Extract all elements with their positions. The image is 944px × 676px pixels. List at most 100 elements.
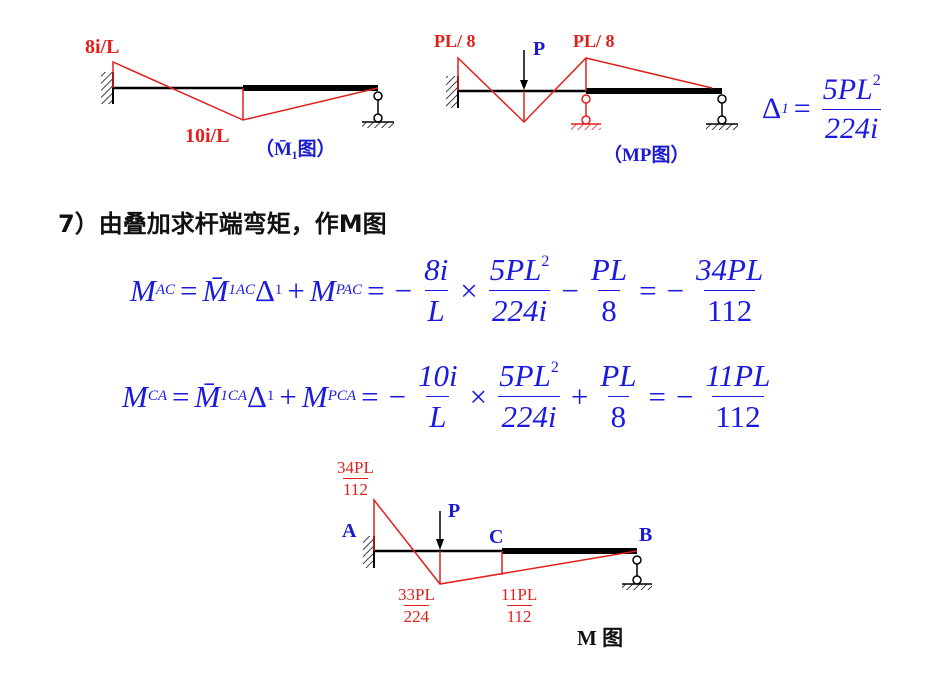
m: M <box>309 272 336 308</box>
pin-bottom <box>632 575 642 585</box>
arrow-head <box>520 80 528 90</box>
fixed-support-hatch <box>446 76 457 108</box>
moment-label-c: 10i/L <box>185 125 230 147</box>
sup: 2 <box>550 359 559 376</box>
diagram-caption: （M̄₁图） <box>255 139 336 160</box>
sub: 1 <box>274 282 283 298</box>
node-c-label: C <box>489 526 504 548</box>
sign: − <box>676 378 694 414</box>
moment-curve <box>373 497 638 585</box>
denominator: 8 <box>607 396 630 435</box>
sign: − <box>666 272 685 308</box>
denominator: L <box>426 396 450 435</box>
pin-bottom <box>373 113 383 123</box>
numerator: PL <box>600 358 637 393</box>
m-bar: M̄ <box>202 272 229 308</box>
denominator: 224i <box>498 396 560 435</box>
m1-diagram <box>101 60 394 128</box>
ground-hatch <box>706 124 738 130</box>
moment-label-a: 8i/L <box>85 36 120 58</box>
numerator: 34PL <box>696 252 764 287</box>
diagram-caption: M 图 <box>577 626 624 650</box>
denominator: 112 <box>342 478 368 499</box>
delta: Δ <box>246 378 267 414</box>
sub: PCA <box>327 388 357 404</box>
numerator: 11PL <box>501 585 538 604</box>
node-a-label: A <box>342 520 357 542</box>
denominator: 112 <box>506 605 532 626</box>
added-ground-hatch <box>571 124 601 130</box>
load-label: P <box>448 500 461 522</box>
numerator: 5PL <box>822 73 873 106</box>
sub: PAC <box>335 282 363 298</box>
delta: Δ <box>254 272 275 308</box>
m-diagram <box>363 497 652 590</box>
denominator: 112 <box>712 396 764 435</box>
operator: − <box>561 272 579 308</box>
mp-diagram <box>446 50 738 130</box>
numerator: 10i <box>418 358 458 393</box>
sup: 2 <box>541 253 550 270</box>
m-bar: M̄ <box>194 378 221 414</box>
numerator: 5PL <box>499 358 551 393</box>
fixed-support-hatch <box>363 536 373 568</box>
added-pin-top <box>581 94 591 104</box>
fraction: 5PL2 224i <box>496 358 562 435</box>
denominator: 224 <box>403 605 430 626</box>
added-pin-bottom <box>581 115 591 125</box>
delta-symbol: Δ <box>762 92 782 125</box>
numerator: 5PL <box>489 252 542 287</box>
equals: = <box>793 92 811 125</box>
denominator: 224i <box>822 109 882 146</box>
sub: 1AC <box>228 282 255 298</box>
step-heading: 7）由叠加求杆端弯矩，作M图 <box>58 210 387 238</box>
fraction: 5PL2 224i <box>487 252 553 329</box>
m: M <box>301 378 328 414</box>
moment-label-c: PL/ 8 <box>573 31 615 51</box>
moment-curve <box>112 60 379 121</box>
numerator: 34PL <box>337 458 374 477</box>
load-label: P <box>533 38 546 60</box>
denominator: 8 <box>598 290 620 329</box>
sign: − <box>388 378 407 414</box>
pin-top <box>373 91 383 101</box>
sign: − <box>394 272 413 308</box>
sub: 1 <box>781 100 789 117</box>
ground-hatch <box>362 122 394 128</box>
m: M <box>122 378 148 414</box>
fixed-support-hatch <box>101 72 112 104</box>
pin-bottom <box>717 115 727 125</box>
denominator: 112 <box>703 290 756 329</box>
m: M <box>130 272 156 308</box>
numerator: 11PL <box>705 358 771 393</box>
sub: 1 <box>266 388 275 404</box>
denominator: 224i <box>489 290 551 329</box>
operator: + <box>570 378 589 414</box>
pin-top <box>717 94 727 104</box>
sub: 1CA <box>220 388 247 404</box>
pin-top <box>632 555 642 565</box>
sub: CA <box>147 388 167 404</box>
numerator: 33PL <box>398 585 435 604</box>
node-b-label: B <box>639 524 653 546</box>
numerator: 8i <box>424 252 449 287</box>
numerator: PL <box>590 252 628 287</box>
diagram-caption: （MP图） <box>603 145 690 166</box>
sub: AC <box>155 282 175 298</box>
denominator: L <box>424 290 448 329</box>
